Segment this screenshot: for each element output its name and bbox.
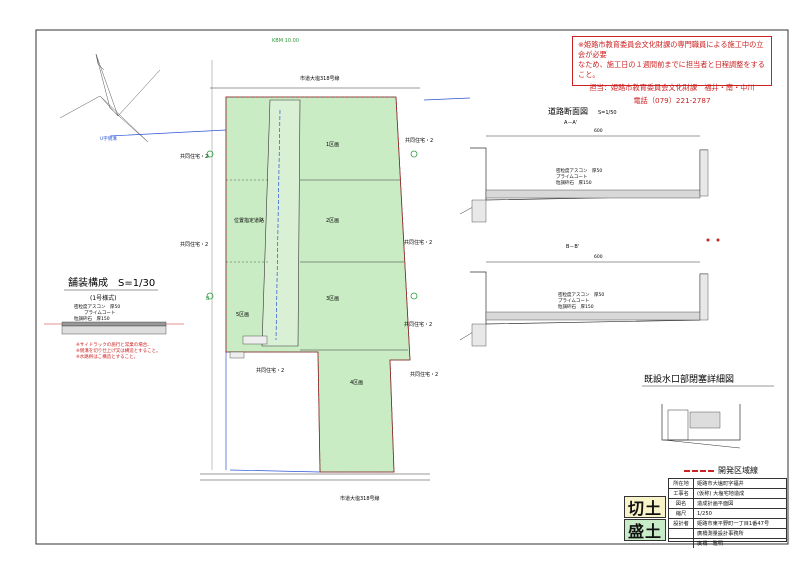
common-2-label: 共同住宅・2: [404, 239, 432, 246]
pavement-layer3: 粒調砕石 厚150: [74, 315, 110, 322]
dev-area-legend: 開発区域線: [684, 465, 758, 476]
lot-5-label: 5区画: [236, 312, 249, 318]
title-key: [669, 529, 694, 538]
section-b-marker: B: [206, 296, 210, 302]
pavement-layer1: 密粒度アスコン 厚50: [74, 303, 120, 310]
notice-line-2: なため、施工日の１週間前までに担当者と日程調整をすること。: [578, 60, 765, 79]
fill-legend: 盛土: [624, 519, 666, 541]
common-3-label: 共同住宅・2: [404, 321, 432, 328]
title-value: 造成計画平面図: [697, 501, 734, 507]
lot-4-label: 4区画: [350, 380, 363, 386]
title-value: (仮称) 大塩宅地造成: [697, 491, 745, 497]
road-label: 位置指定道路: [234, 217, 264, 224]
section-b-dim: 600: [594, 254, 603, 260]
title-value: 姫路市大塩町字福井: [697, 481, 744, 487]
title-row-drawing: 図名造成計画平面図: [669, 499, 786, 509]
section-a-layer3: 粒調砕石 厚150: [556, 179, 592, 186]
section-a-title: A－A': [564, 120, 577, 126]
cut-legend: 切土: [624, 496, 666, 518]
notice-contact: 担当：姫路市教育委員会文化財課 福井・南・中川: [589, 83, 755, 92]
pavement-layer2: プライムコート: [84, 310, 115, 316]
drain-label: U字側溝: [100, 135, 117, 142]
title-row-name: 廣橋 雅明: [669, 539, 786, 548]
common-1-label: 共同住宅・2: [405, 137, 433, 144]
title-key: 設計者: [669, 519, 694, 528]
compass-sketch: [59, 53, 161, 143]
section-a-dim: 600: [594, 128, 603, 134]
title-key: 縮尺: [669, 509, 694, 518]
section-b-layer1: 密粒度アスコン 厚50: [558, 291, 604, 298]
site-plan: 市道大塩318号線 市道大塩318号線 KBM 10.00 1区画 2区画 3区…: [100, 38, 471, 502]
section-b-layer3: 粒調砕石 厚150: [558, 303, 594, 310]
common-4-label: 共同住宅・2: [180, 153, 208, 160]
title-key: 所在地: [669, 479, 694, 488]
road-section-title: 道路断面図: [548, 106, 588, 116]
title-row-project: 工事名(仮称) 大塩宅地造成: [669, 489, 786, 499]
bm-label: KBM 10.00: [272, 38, 299, 44]
pavement-composition: 舗装構成 S=1/30 (1号様式) 密粒度アスコン 厚50 プライムコート 粒…: [44, 276, 184, 360]
pavement-title: 舗装構成 S=1/30: [68, 276, 155, 289]
lot-1-label: 1区画: [326, 142, 339, 148]
title-key: 工事名: [669, 489, 694, 498]
title-value: 廣橋測量設計事務所: [697, 531, 744, 537]
title-block: 所在地姫路市大塩町字福井 工事名(仮称) 大塩宅地造成 図名造成計画平面図 縮尺…: [668, 478, 787, 548]
section-b-title: B－B': [566, 244, 579, 250]
section-a-marker: A: [206, 154, 210, 160]
road-section-scale: S=1/50: [598, 110, 617, 116]
lot-3-label: 3区画: [326, 296, 339, 302]
dev-area-line: [684, 469, 714, 472]
pavement-type: (1号様式): [90, 294, 117, 302]
title-value: 廣橋 雅明: [697, 541, 723, 547]
inlet-detail: 既設水口部閉塞詳細図: [642, 373, 774, 449]
title-row-designer: 設計者姫路市東平野町一丁目1番47号: [669, 519, 786, 529]
pavement-note-1: ※サイドラックの施行と常業の場合、: [76, 341, 152, 348]
title-value: 1/250: [697, 510, 712, 517]
title-row-office: 廣橋測量設計事務所: [669, 529, 786, 539]
notice-line-1: ※姫路市教育委員会文化財課の専門職員による施工中の立会が必要: [578, 40, 764, 59]
bottom-road-label: 市道大塩318号線: [340, 495, 380, 502]
dev-area-label: 開発区域線: [718, 466, 758, 475]
title-key: [669, 539, 694, 548]
inlet-title: 既設水口部閉塞詳細図: [644, 373, 734, 385]
pavement-note-2: ※側溝を切り仕上げ又は構造とすること。: [76, 347, 161, 354]
section-b-layer2: プライムコート: [558, 298, 589, 304]
title-key: 図名: [669, 499, 694, 508]
notice-box: ※姫路市教育委員会文化財課の専門職員による施工中の立会が必要 なため、施工日の１…: [572, 36, 772, 105]
section-a-layer2: プライムコート: [556, 174, 587, 180]
pavement-note-3: ※水路桝はこ構造とすること。: [76, 353, 138, 360]
title-row-location: 所在地姫路市大塩町字福井: [669, 479, 786, 489]
common-7-label: 共同住宅・2: [410, 371, 438, 378]
common-5-label: 共同住宅・2: [180, 241, 208, 248]
common-6-label: 共同住宅・2: [256, 367, 284, 374]
top-road-label: 市道大塩318号線: [300, 75, 340, 82]
notice-phone: 電話（079）221-2787: [633, 96, 711, 105]
lot-2-label: 2区画: [326, 218, 339, 224]
road-section-drawings: 道路断面図 S=1/50 A－A' 600 密粒度アスコン 厚50 プライムコー…: [459, 106, 709, 347]
section-a-layer1: 密粒度アスコン 厚50: [556, 167, 602, 174]
title-value: 姫路市東平野町一丁目1番47号: [697, 521, 770, 527]
